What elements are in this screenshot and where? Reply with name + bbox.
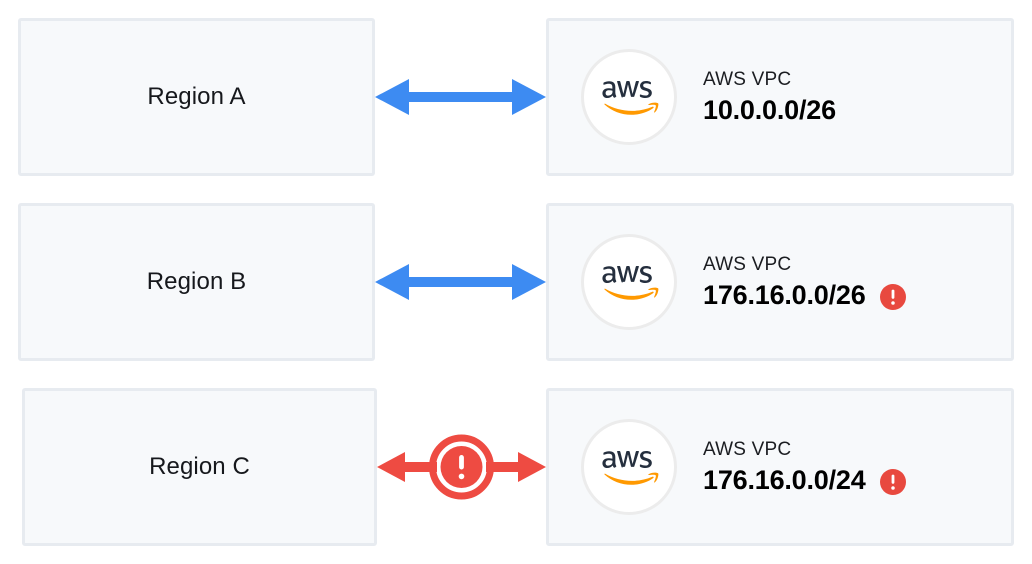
- vpc-cidr-value: 176.16.0.0/24: [703, 464, 866, 495]
- aws-logo-icon: [581, 234, 677, 330]
- connection-arrow-blocked: [377, 388, 546, 546]
- vpc-card[interactable]: AWS VPC 176.16.0.0/26: [546, 203, 1014, 361]
- vpc-text-block: AWS VPC 176.16.0.0/26: [703, 253, 906, 311]
- error-exclamation-icon: [879, 283, 906, 310]
- vpc-title: AWS VPC: [703, 69, 792, 91]
- region-label: Region B: [146, 268, 247, 295]
- diagram-row: Region A: [0, 18, 1032, 176]
- vpc-text-block: AWS VPC 176.16.0.0/24: [703, 438, 906, 496]
- aws-logo-icon: [581, 49, 677, 145]
- region-card[interactable]: Region C: [22, 388, 377, 546]
- vpc-title: AWS VPC: [703, 439, 792, 461]
- region-label: Region A: [147, 83, 246, 110]
- error-exclamation-icon: [879, 468, 906, 495]
- diagram-row: Region B: [0, 203, 1032, 361]
- vpc-card[interactable]: AWS VPC 176.16.0.0/24: [546, 388, 1014, 546]
- vpc-title: AWS VPC: [703, 254, 792, 276]
- vpc-cidr-row: 176.16.0.0/24: [703, 465, 906, 496]
- vpc-cidr-value: 176.16.0.0/26: [703, 279, 866, 310]
- vpc-card[interactable]: AWS VPC 10.0.0.0/26: [546, 18, 1014, 176]
- vpc-text-block: AWS VPC 10.0.0.0/26: [703, 68, 836, 126]
- region-card[interactable]: Region B: [18, 203, 375, 361]
- region-label: Region C: [149, 453, 250, 480]
- region-card[interactable]: Region A: [18, 18, 375, 176]
- vpc-cidr-row: 10.0.0.0/26: [703, 95, 836, 126]
- vpc-cidr-value: 10.0.0.0/26: [703, 94, 836, 125]
- vpc-cidr-row: 176.16.0.0/26: [703, 280, 906, 311]
- connection-arrow-ok: [375, 203, 546, 361]
- diagram-row: Region C: [0, 388, 1032, 546]
- connection-arrow-ok: [375, 18, 546, 176]
- aws-logo-icon: [581, 419, 677, 515]
